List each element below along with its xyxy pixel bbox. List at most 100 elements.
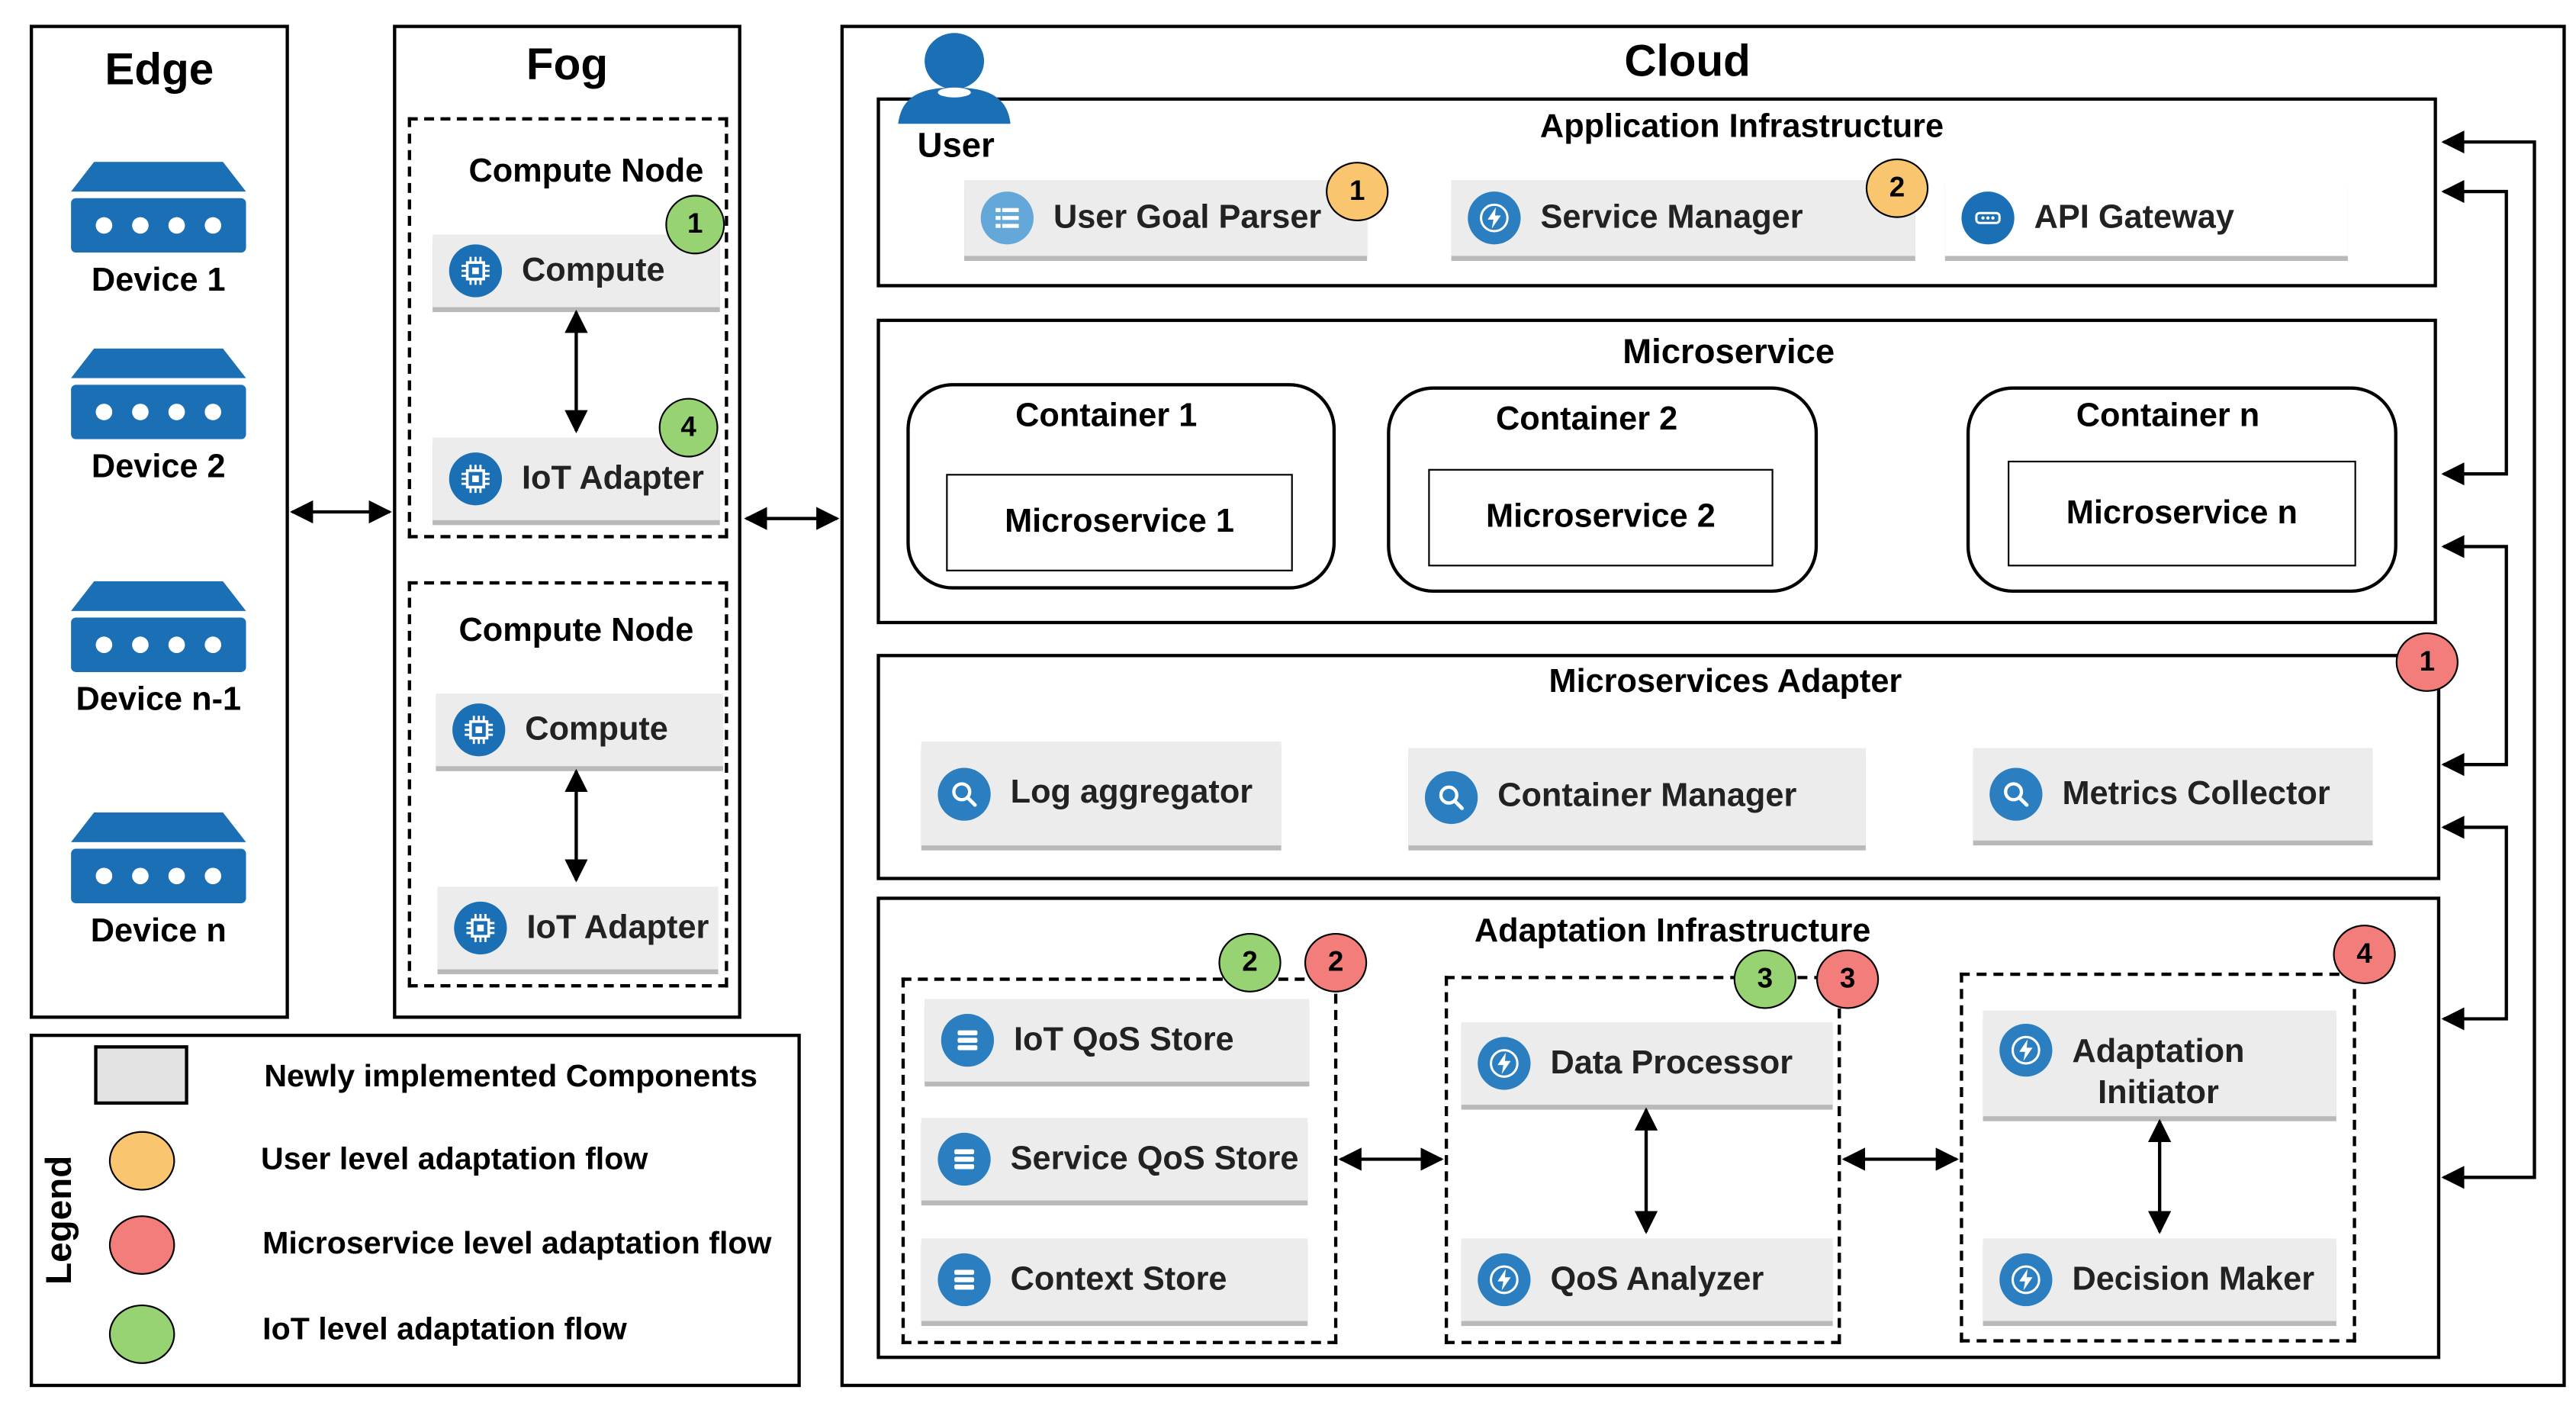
chip-icon — [454, 901, 507, 955]
lightning-icon — [1999, 1253, 2053, 1307]
fog1-iot-badge: 4 — [658, 397, 719, 458]
api-icon — [1961, 191, 2015, 245]
cloud-title: Cloud — [1624, 36, 1751, 86]
loop-adapter-adapt — [2441, 816, 2508, 1031]
user-goal-parser[interactable]: User Goal Parser — [964, 179, 1368, 256]
lightning-icon — [1478, 1037, 1531, 1090]
adaptation-initiator-label: Adaptation Initiator — [2072, 1033, 2245, 1112]
lightning-icon — [1468, 191, 1521, 245]
compute-node-2 — [407, 581, 728, 988]
device-n-1-label: Device n-1 — [76, 681, 242, 719]
service-manager-badge: 2 — [1865, 158, 1929, 218]
user-goal-parser-label: User Goal Parser — [1053, 198, 1322, 236]
iot-qos-store-label: IoT QoS Store — [1014, 1021, 1234, 1058]
microservice-2-box[interactable]: Microservice 2 — [1428, 468, 1774, 567]
store-group — [901, 977, 1338, 1344]
device-n-icon — [71, 812, 246, 912]
processor-group — [1444, 976, 1841, 1344]
api-gateway-label: API Gateway — [2034, 198, 2234, 236]
adapt-infra-title: Adaptation Infrastructure — [1474, 912, 1871, 950]
chip-icon — [452, 703, 506, 757]
chip-icon — [449, 244, 503, 298]
chip-icon — [449, 452, 503, 506]
initiator-group-red-badge: 4 — [2333, 925, 2396, 985]
compute-node-1 — [407, 117, 728, 539]
device-1-label: Device 1 — [91, 262, 226, 299]
user-icon — [898, 31, 1011, 132]
fog1-compute-badge: 1 — [665, 195, 725, 255]
compute-node-1-title: Compute Node — [468, 153, 704, 190]
store-group-green-badge: 2 — [1218, 932, 1282, 993]
search-icon — [1424, 770, 1478, 824]
initiator-group — [1960, 972, 2356, 1343]
container-n-title: Container n — [2076, 397, 2260, 435]
metrics-collector[interactable]: Metrics Collector — [1973, 748, 2373, 841]
legend-red-swatch — [108, 1215, 175, 1275]
service-manager[interactable]: Service Manager — [1451, 179, 1915, 256]
database-icon — [937, 1132, 991, 1186]
lightning-icon — [1999, 1023, 2053, 1077]
device-1-icon — [71, 162, 246, 261]
context-store[interactable]: Context Store — [921, 1238, 1308, 1321]
api-gateway[interactable]: API Gateway — [1944, 179, 2348, 256]
search-icon — [1989, 767, 2043, 821]
data-processor[interactable]: Data Processor — [1461, 1022, 1833, 1105]
loop-ms-adapter — [2441, 535, 2508, 777]
legend-item-components: Newly implemented Components — [264, 1060, 758, 1096]
legend-yellow-swatch — [108, 1131, 175, 1191]
log-aggregator-label: Log aggregator — [1010, 774, 1253, 811]
adaptation-initiator[interactable]: Adaptation Initiator — [1983, 1010, 2336, 1117]
fog1-compute-label: Compute — [521, 252, 665, 288]
store-group-red-badge: 2 — [1304, 932, 1368, 993]
fog2-iot-label: IoT Adapter — [526, 909, 709, 946]
microservice-n-box[interactable]: Microservice n — [2008, 460, 2356, 567]
edge-title: Edge — [105, 44, 214, 95]
loop-outer — [2441, 130, 2536, 1189]
container-manager[interactable]: Container Manager — [1408, 748, 1866, 846]
user-goal-parser-badge: 1 — [1326, 162, 1389, 222]
fog-title: Fog — [526, 39, 609, 89]
compute-node-2-title: Compute Node — [458, 613, 694, 649]
fog1-iot-adapter[interactable]: IoT Adapter — [433, 437, 720, 520]
device-2-label: Device 2 — [91, 449, 226, 486]
device-n-label: Device n — [90, 912, 227, 950]
search-icon — [937, 767, 991, 820]
legend-component-swatch — [94, 1045, 188, 1105]
fog1-iot-label: IoT Adapter — [521, 459, 704, 497]
fog2-iot-adapter[interactable]: IoT Adapter — [437, 886, 719, 970]
database-icon — [937, 1253, 991, 1307]
processor-group-red-badge: 3 — [1815, 949, 1880, 1009]
log-aggregator[interactable]: Log aggregator — [921, 741, 1282, 846]
legend-item-iot: IoT level adaptation flow — [262, 1312, 627, 1348]
decision-maker[interactable]: Decision Maker — [1983, 1238, 2336, 1321]
container-2-title: Container 2 — [1496, 401, 1678, 438]
service-qos-store[interactable]: Service QoS Store — [921, 1118, 1308, 1201]
microservice-1-box[interactable]: Microservice 1 — [946, 474, 1293, 571]
metrics-collector-label: Metrics Collector — [2062, 775, 2330, 812]
fog2-compute-label: Compute — [525, 710, 668, 748]
device-2-icon — [71, 348, 246, 448]
qos-analyzer[interactable]: QoS Analyzer — [1461, 1238, 1833, 1321]
database-icon — [941, 1014, 995, 1067]
ms-adapter-title: Microservices Adapter — [1548, 664, 1902, 700]
processor-group-green-badge: 3 — [1733, 949, 1796, 1009]
user-label: User — [917, 127, 995, 166]
fog2-compute[interactable]: Compute — [436, 693, 724, 767]
decision-maker-label: Decision Maker — [2072, 1260, 2315, 1298]
context-store-label: Context Store — [1010, 1260, 1227, 1298]
data-processor-label: Data Processor — [1550, 1044, 1793, 1081]
legend-item-user: User level adaptation flow — [260, 1142, 648, 1178]
device-n-1-icon — [71, 581, 246, 680]
app-infra-title: Application Infrastructure — [1539, 108, 1944, 146]
lightning-icon — [1478, 1253, 1531, 1307]
microservice-title: Microservice — [1622, 333, 1835, 372]
list-icon — [980, 191, 1034, 245]
service-manager-label: Service Manager — [1540, 198, 1803, 236]
legend-item-microservice: Microservice level adaptation flow — [262, 1227, 772, 1262]
container-manager-label: Container Manager — [1497, 777, 1797, 815]
qos-analyzer-label: QoS Analyzer — [1550, 1260, 1764, 1298]
service-qos-store-label: Service QoS Store — [1010, 1140, 1299, 1177]
iot-qos-store[interactable]: IoT QoS Store — [925, 999, 1310, 1082]
fog1-compute[interactable]: Compute — [433, 234, 720, 307]
